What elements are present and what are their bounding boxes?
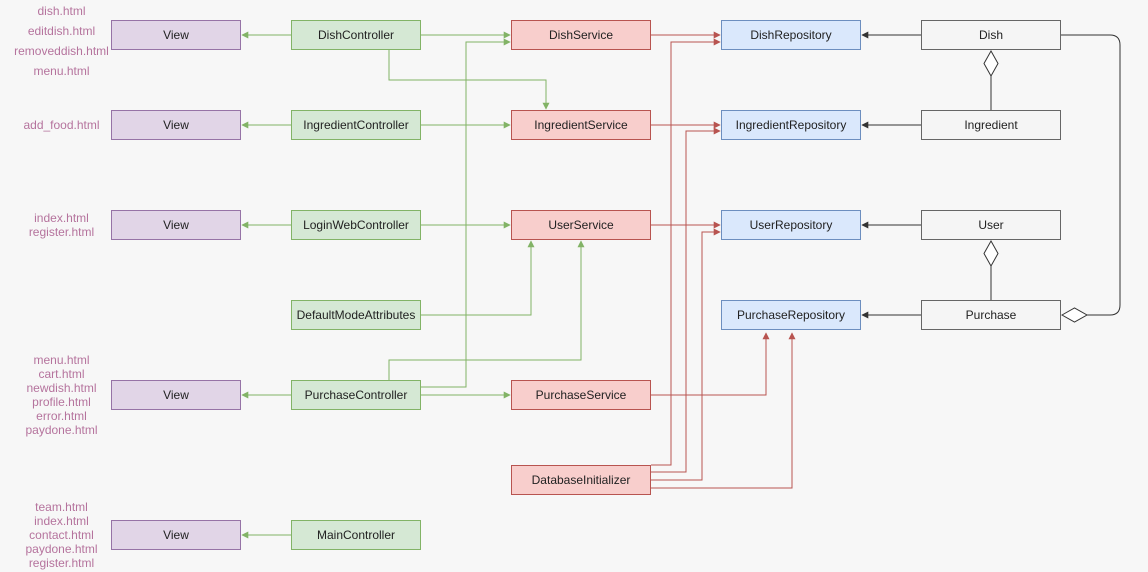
template-file: index.html <box>34 514 89 528</box>
aggregation-diamond-dish <box>983 49 999 78</box>
view-dish[interactable]: View <box>111 20 241 50</box>
template-file: menu.html <box>33 64 90 78</box>
template-file: dish.html <box>37 4 86 18</box>
template-file: index.html <box>34 211 89 225</box>
service-repository-links <box>651 31 796 489</box>
user-repository[interactable]: UserRepository <box>721 210 861 240</box>
ingredient-controller[interactable]: IngredientController <box>291 110 421 140</box>
template-file: paydone.html <box>25 542 98 556</box>
template-file: newdish.html <box>26 381 97 395</box>
template-file: editdish.html <box>27 24 96 38</box>
login-templates: index.html register.html <box>0 211 123 239</box>
main-controller[interactable]: MainController <box>291 520 421 550</box>
controller-service-links <box>388 31 585 399</box>
purchase-templates: menu.html cart.html newdish.html profile… <box>0 353 123 437</box>
default-mode-attributes[interactable]: DefaultModeAttributes <box>291 300 421 330</box>
entity-ingredient[interactable]: Ingredient <box>921 110 1061 140</box>
view-purchase[interactable]: View <box>111 380 241 410</box>
view-ingredient[interactable]: View <box>111 110 241 140</box>
template-file: contact.html <box>29 528 94 542</box>
database-initializer[interactable]: DatabaseInitializer <box>511 465 651 495</box>
ingredient-templates: add_food.html <box>0 118 123 132</box>
ingredient-repository[interactable]: IngredientRepository <box>721 110 861 140</box>
entity-dish[interactable]: Dish <box>921 20 1061 50</box>
aggregation-diamond-user <box>983 239 999 268</box>
template-file: paydone.html <box>25 423 98 437</box>
purchase-service[interactable]: PurchaseService <box>511 380 651 410</box>
view-login[interactable]: View <box>111 210 241 240</box>
dish-repository[interactable]: DishRepository <box>721 20 861 50</box>
aggregation-diamonds <box>983 49 1089 323</box>
entity-purchase[interactable]: Purchase <box>921 300 1061 330</box>
template-file: cart.html <box>38 367 85 381</box>
template-file: register.html <box>28 556 95 570</box>
template-file: menu.html <box>33 353 90 367</box>
dish-controller[interactable]: DishController <box>291 20 421 50</box>
login-web-controller[interactable]: LoginWebController <box>291 210 421 240</box>
template-file: error.html <box>36 409 87 423</box>
controller-view-links <box>241 31 291 539</box>
main-templates: team.html index.html contact.html paydon… <box>0 500 123 570</box>
template-file: add_food.html <box>23 118 100 132</box>
template-file: removeddish.html <box>14 44 109 58</box>
entity-user[interactable]: User <box>921 210 1061 240</box>
template-file: profile.html <box>32 395 91 409</box>
user-service[interactable]: UserService <box>511 210 651 240</box>
aggregation-diamond-purchase <box>1060 307 1089 323</box>
ingredient-service[interactable]: IngredientService <box>511 110 651 140</box>
dish-service[interactable]: DishService <box>511 20 651 50</box>
view-main[interactable]: View <box>111 520 241 550</box>
purchase-controller[interactable]: PurchaseController <box>291 380 421 410</box>
entity-links <box>861 31 1121 319</box>
purchase-repository[interactable]: PurchaseRepository <box>721 300 861 330</box>
dish-templates: dish.html editdish.html removeddish.html… <box>0 4 123 78</box>
template-file: register.html <box>28 225 95 239</box>
template-file: team.html <box>35 500 88 514</box>
